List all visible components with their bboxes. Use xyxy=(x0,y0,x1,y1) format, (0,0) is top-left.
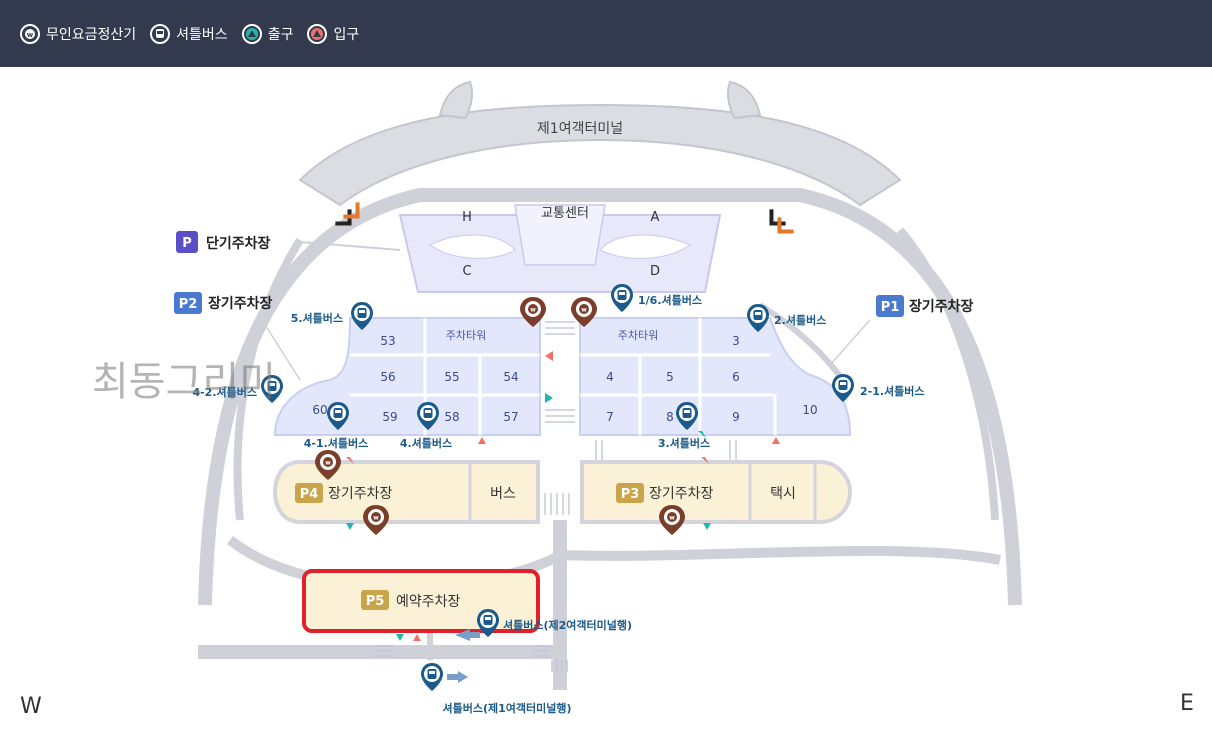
shuttle-2-label: 2.셔틀버스 xyxy=(774,313,826,327)
block-56: 56 xyxy=(380,370,395,384)
p1-badge: P1 xyxy=(881,300,900,315)
payment-machine-icon[interactable] xyxy=(659,505,685,535)
crosswalk-marks xyxy=(375,645,568,672)
exit-icon xyxy=(545,393,553,403)
block-57: 57 xyxy=(503,410,518,424)
p3-parking-area: P3 장기주차장 택시 xyxy=(580,460,853,524)
payment-machine-icon: w xyxy=(20,23,40,44)
block-9: 9 xyxy=(732,410,740,424)
exit-icon xyxy=(703,523,711,530)
block-55: 55 xyxy=(444,370,459,384)
p1-parking-area xyxy=(579,317,852,436)
p4-text: 장기주차장 xyxy=(328,486,393,502)
shuttle-2-1-label: 2-1.셔틀버스 xyxy=(860,384,925,398)
block-58: 58 xyxy=(444,410,459,424)
terminal-arrow-east-icon xyxy=(769,209,794,234)
p2-label: P2 장기주차장 xyxy=(174,292,273,314)
shuttle-4-1-label: 4-1.셔틀버스 xyxy=(304,436,369,450)
arrow-east-shaft xyxy=(447,674,459,680)
terminal-1: 제1여객터미널 xyxy=(298,80,902,207)
taxi-area-label: 택시 xyxy=(770,486,796,502)
legend-shuttle-label: 셔틀버스 xyxy=(176,26,228,43)
zone-c: C xyxy=(462,264,471,279)
legend-entrance-label: 입구 xyxy=(333,26,360,43)
block-8: 8 xyxy=(666,410,674,424)
shuttle-bus-icon[interactable] xyxy=(421,663,443,691)
parking-tower-left: 주차타워 xyxy=(446,329,486,342)
p4-parking-area: P4 장기주차장 버스 xyxy=(272,460,540,524)
exit-icon xyxy=(241,23,262,44)
p1-text: 장기주차장 xyxy=(909,298,974,315)
entrance-icon xyxy=(307,23,328,44)
p5-badge: P5 xyxy=(366,594,385,609)
bus-area-label: 버스 xyxy=(490,486,516,502)
arrow-east-icon xyxy=(458,671,468,683)
short-term-label: P 단기주차장 xyxy=(176,231,271,253)
legend-payment-label: 무인요금정산기 xyxy=(46,26,137,43)
zone-h: H xyxy=(462,210,472,225)
shuttle-4-label: 4.셔틀버스 xyxy=(400,436,452,450)
shuttle-1-6-label: 1/6.셔틀버스 xyxy=(638,293,702,307)
arrow-west-shaft xyxy=(468,632,480,638)
block-7: 7 xyxy=(606,410,614,424)
p2-badge: P2 xyxy=(179,297,198,312)
compass-east: E xyxy=(1180,691,1194,716)
p3-text: 장기주차장 xyxy=(649,486,714,502)
legend-payment: w 무인요금정산기 xyxy=(20,23,137,44)
block-3: 3 xyxy=(732,334,740,348)
arrow-west-icon xyxy=(455,629,470,641)
legend-entrance: 입구 xyxy=(307,23,360,44)
block-10: 10 xyxy=(802,403,817,417)
short-term-parking: 교통센터 H A C D xyxy=(398,204,722,293)
transport-center-label: 교통센터 xyxy=(541,206,589,221)
terminal-label: 제1여객터미널 xyxy=(537,121,623,137)
entrance-icon xyxy=(772,437,780,444)
block-53: 53 xyxy=(380,334,395,348)
zone-d: D xyxy=(650,264,660,279)
shuttle-bus-icon xyxy=(150,23,171,44)
gate-markers xyxy=(346,351,780,641)
block-4: 4 xyxy=(606,370,614,384)
shuttle-bus-icon[interactable] xyxy=(611,284,633,312)
payment-machine-icon[interactable] xyxy=(363,505,389,535)
entrance-icon xyxy=(478,437,486,444)
p4-badge: P4 xyxy=(300,487,319,502)
terminal-arrow-west-icon xyxy=(335,202,360,226)
legend-exit-label: 출구 xyxy=(267,26,294,43)
block-5: 5 xyxy=(666,370,674,384)
p5-text: 예약주차장 xyxy=(396,594,461,610)
block-59: 59 xyxy=(382,410,397,424)
entrance-icon xyxy=(701,457,709,464)
entrance-icon xyxy=(346,457,354,464)
short-term-text: 단기주차장 xyxy=(206,235,271,252)
parking-map: w 제1여객터미널 교통센터 H A C D xyxy=(20,80,1194,719)
compass-west: W xyxy=(20,694,42,719)
block-54: 54 xyxy=(503,370,518,384)
zone-a: A xyxy=(651,210,660,225)
legend-bar: w 무인요금정산기 셔틀버스 출구 입구 xyxy=(0,0,1212,67)
shuttle-5-label: 5.셔틀버스 xyxy=(291,311,343,325)
entrance-icon xyxy=(413,634,421,641)
p1-label: P1 장기주차장 xyxy=(876,295,974,317)
exit-icon xyxy=(346,523,354,530)
block-60: 60 xyxy=(312,403,327,417)
legend-shuttle: 셔틀버스 xyxy=(150,23,228,44)
shuttle-3-label: 3.셔틀버스 xyxy=(658,436,710,450)
p2-parking-area xyxy=(273,317,541,436)
short-term-badge: P xyxy=(182,236,192,251)
svg-text:w: w xyxy=(27,31,34,39)
exit-icon xyxy=(396,634,404,641)
block-6: 6 xyxy=(732,370,740,384)
p3-badge: P3 xyxy=(621,487,640,502)
watermark: 최동그리미 xyxy=(92,359,276,405)
entrance-icon xyxy=(545,351,553,361)
shuttle-to-t1-label: 셔틀버스(제1여객터미널행) xyxy=(442,701,571,715)
p2-text: 장기주차장 xyxy=(208,295,273,312)
legend-exit: 출구 xyxy=(241,23,294,44)
center-walkway xyxy=(544,321,737,515)
exit-icon xyxy=(698,431,706,438)
parking-tower-right: 주차타워 xyxy=(618,329,658,342)
shuttle-4-2-label: 4-2.셔틀버스 xyxy=(192,385,257,399)
shuttle-to-t2-label: 셔틀버스(제2여객터미널행) xyxy=(503,618,632,632)
